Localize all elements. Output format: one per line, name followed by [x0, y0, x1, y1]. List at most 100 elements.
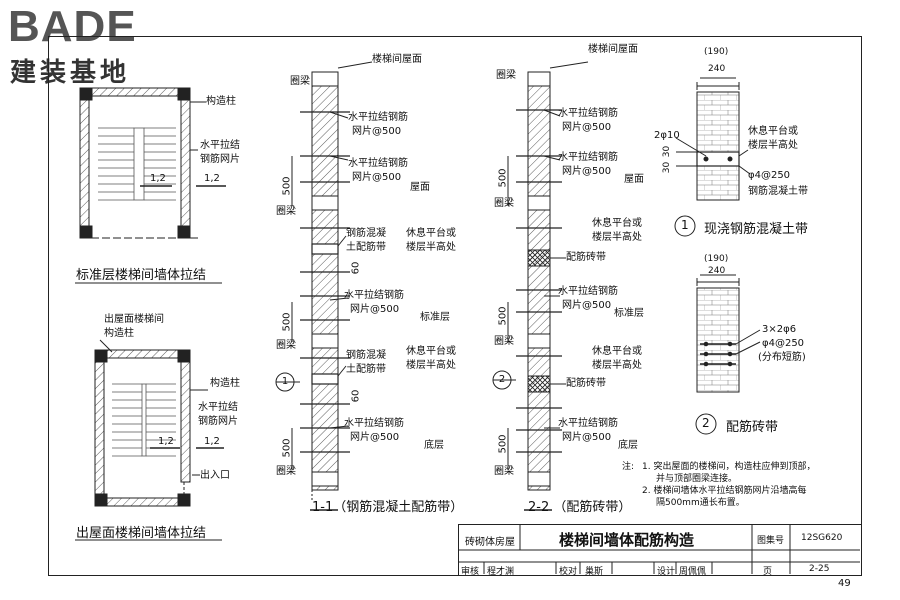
s11-dim-60-b: 60: [350, 389, 362, 403]
roof-top-label-2: 构造柱: [104, 328, 134, 339]
d1-band-label: 钢筋混凝土带: [748, 186, 808, 197]
roof-mesh-label-1: 水平拉结: [198, 402, 238, 413]
tb-review-label: 审核: [461, 567, 480, 577]
s22-mesh-a2: 网片@500: [562, 122, 612, 133]
s22-mesh-c2: 网片@500: [562, 300, 612, 311]
s11-rest-2a: 休息平台或: [406, 346, 456, 357]
s11-mesh-b1: 水平拉结钢筋: [348, 158, 408, 169]
roof-section-mark-b: 1,2: [204, 436, 220, 447]
drawing-frame: [48, 36, 862, 576]
d2-title: 配筋砖带: [726, 420, 779, 435]
s11-roofline-label: 屋面: [410, 182, 430, 193]
s22-mesh-a1: 水平拉结钢筋: [558, 108, 618, 119]
s11-rc-band-2b: 土配筋带: [346, 364, 386, 375]
s22-mesh-d2: 网片@500: [562, 432, 612, 443]
note-1a: 1. 突出屋面的楼梯间，构造柱应伸到顶部，: [642, 462, 816, 472]
s22-std-floor: 标准层: [614, 308, 644, 319]
d1-rebar: 2φ10: [654, 130, 680, 141]
s11-std-floor: 标准层: [420, 312, 450, 323]
roof-plan-caption: 出屋面楼梯间墙体拉结: [76, 526, 207, 541]
d2-dim-outer: (190): [704, 254, 729, 264]
tb-design-label: 设计: [657, 567, 676, 577]
d2-note: (分布短筋): [758, 352, 806, 363]
note-2b: 隔500mm通长布置。: [656, 498, 745, 508]
standard-plan-caption: 标准层楼梯间墙体拉结: [76, 268, 207, 283]
s22-bottom-label: 底层: [618, 440, 638, 451]
d1-dim-30-a: 30: [662, 145, 673, 158]
s11-dim-500-b: 500: [281, 312, 293, 332]
roof-entrance-label: 出入口: [200, 470, 230, 481]
standard-mesh-label-2: 钢筋网片: [200, 154, 240, 165]
s22-mesh-b2: 网片@500: [562, 166, 612, 177]
s11-ring-beam-4: 圈梁: [276, 466, 296, 477]
brand-subtitle: 建装基地: [10, 58, 131, 88]
s22-rest-1b: 楼层半高处: [592, 232, 642, 243]
page-number: 49: [838, 578, 851, 589]
s11-roof-label: 楼梯间屋面: [372, 54, 422, 65]
s11-bottom-label: 底层: [424, 440, 444, 451]
s11-dim-500-a: 500: [281, 176, 293, 196]
s22-marker: 2: [498, 374, 506, 385]
detail-2-brick-band: [696, 274, 761, 393]
s22-roof-label: 楼梯间屋面: [588, 44, 638, 55]
d1-number: 1: [681, 218, 689, 232]
s22-dim-500-b: 500: [497, 306, 509, 326]
s22-mesh-d1: 水平拉结钢筋: [558, 418, 618, 429]
standard-section-mark-a: 1,2: [150, 173, 166, 184]
s22-rest-2b: 楼层半高处: [592, 360, 642, 371]
s22-brick-band-1: 配筋砖带: [566, 252, 606, 263]
s11-rest-1a: 休息平台或: [406, 228, 456, 239]
s22-mesh-b1: 水平拉结钢筋: [558, 152, 618, 163]
tb-title: 楼梯间墙体配筋构造: [559, 531, 695, 549]
s22-rest-1a: 休息平台或: [592, 218, 642, 229]
s22-caption: 2-2 （配筋砖带）: [528, 500, 632, 515]
s11-mesh-a1: 水平拉结钢筋: [348, 112, 408, 123]
standard-floor-plan: [70, 87, 226, 253]
d2-number: 2: [702, 416, 710, 430]
brand-logo: BADE: [8, 2, 137, 51]
s11-rc-band-1a: 钢筋混凝: [346, 228, 386, 239]
s11-marker: 1: [281, 376, 289, 387]
tb-reviewer: 程才渊: [487, 567, 515, 577]
s22-dim-500-c: 500: [497, 434, 509, 454]
s11-mesh-c2: 网片@500: [350, 304, 400, 315]
tb-atlas-label: 图集号: [757, 536, 785, 546]
s22-dim-500-a: 500: [497, 168, 509, 188]
s11-rc-band-2a: 钢筋混凝: [346, 350, 386, 361]
standard-section-mark-b: 1,2: [204, 173, 220, 184]
s22-mesh-c1: 水平拉结钢筋: [558, 286, 618, 297]
s11-mesh-c1: 水平拉结钢筋: [344, 290, 404, 301]
s22-roofline-label: 屋面: [624, 174, 644, 185]
s11-mesh-d2: 网片@500: [350, 432, 400, 443]
d1-dim-inner: 240: [708, 64, 726, 74]
tb-atlas-no: 12SG620: [801, 533, 843, 543]
section-2-2: [492, 61, 589, 491]
s11-rest-1b: 楼层半高处: [406, 242, 456, 253]
s11-mesh-d1: 水平拉结钢筋: [344, 418, 404, 429]
s22-ring-beam-4: 圈梁: [494, 466, 514, 477]
roof-plan: [94, 339, 224, 507]
note-2a: 2. 楼梯间墙体水平拉结钢筋网片沿墙高每: [642, 486, 807, 496]
tb-page-label: 页: [763, 567, 773, 577]
s11-ring-beam-top: 圈梁: [290, 76, 310, 87]
title-block: 砖砌体房屋 楼梯间墙体配筋构造 图集号 12SG620 审核 程才渊 校对 巢斯…: [458, 524, 862, 577]
s22-brick-band-2: 配筋砖带: [566, 378, 606, 389]
s11-rc-band-1b: 土配筋带: [346, 242, 386, 253]
section-1-1: [275, 61, 373, 500]
d2-dim-inner: 240: [708, 266, 726, 276]
s11-rest-2b: 楼层半高处: [406, 360, 456, 371]
s22-rest-2a: 休息平台或: [592, 346, 642, 357]
d1-dim-outer: (190): [704, 47, 729, 57]
tb-page-no: 2-25: [809, 564, 830, 574]
s11-mesh-b2: 网片@500: [352, 172, 402, 183]
s22-ring-beam-top: 圈梁: [496, 70, 516, 81]
standard-column-label: 构造柱: [206, 96, 236, 107]
roof-mesh-label-2: 钢筋网片: [198, 416, 238, 427]
tb-category: 砖砌体房屋: [465, 537, 515, 548]
d1-title: 现浇钢筋混凝土带: [704, 222, 809, 237]
notes-label: 注:: [622, 462, 635, 472]
d1-rest-2: 楼层半高处: [748, 140, 798, 151]
s11-dim-500-c: 500: [281, 438, 293, 458]
d1-dim-30-b: 30: [662, 161, 673, 174]
